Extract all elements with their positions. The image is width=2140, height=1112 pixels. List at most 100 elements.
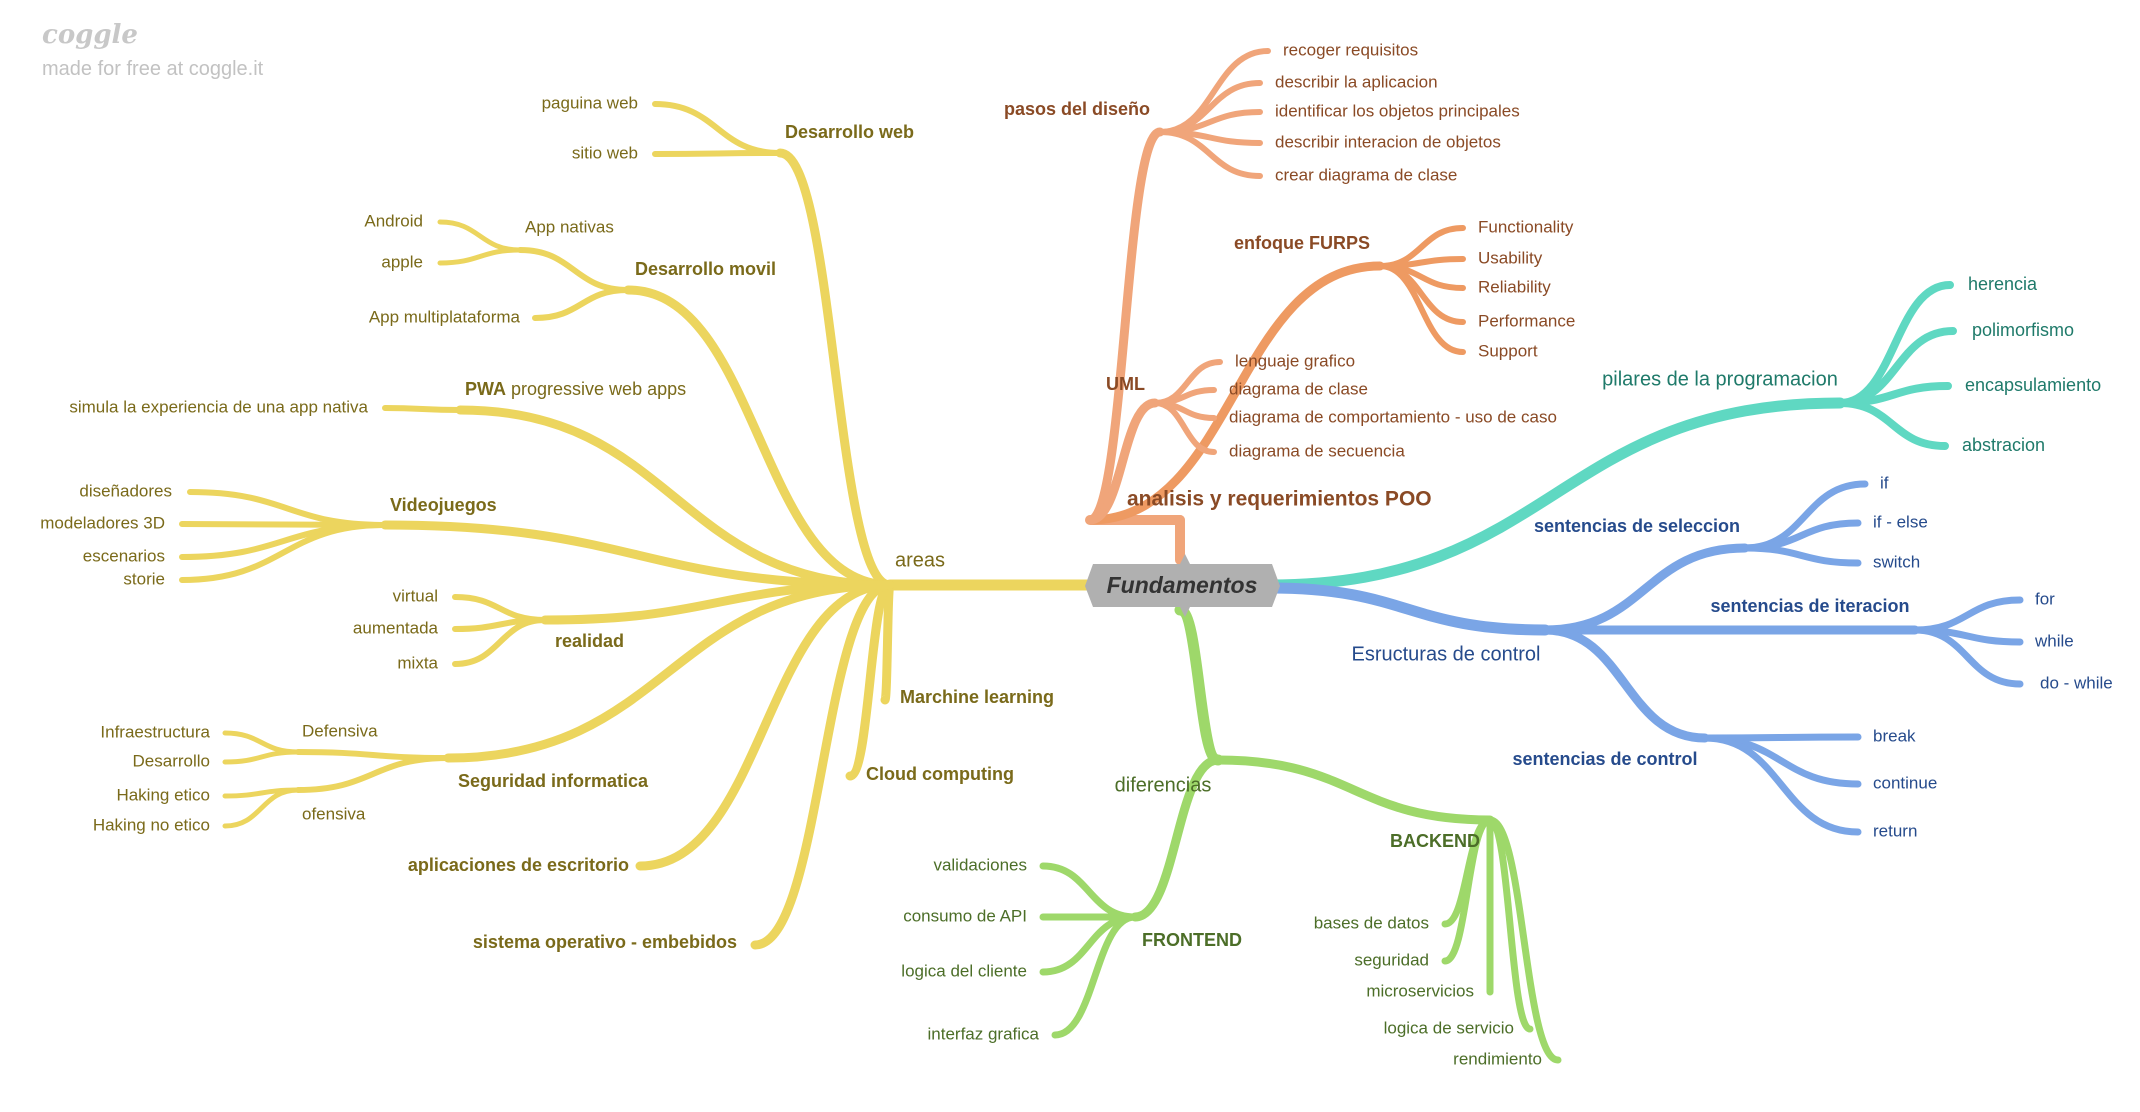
return-branch bbox=[1701, 734, 1862, 836]
node-if[interactable]: if bbox=[1880, 473, 1889, 492]
node-uml[interactable]: UML bbox=[1106, 374, 1145, 394]
node-apple[interactable]: apple bbox=[381, 252, 423, 271]
paguina-web-branch bbox=[652, 101, 783, 156]
node-defensiva[interactable]: Defensiva bbox=[302, 721, 378, 740]
node-describir-interacion-de-objetos[interactable]: describir interacion de objetos bbox=[1275, 132, 1501, 151]
node-lenguaje-grafico[interactable]: lenguaje grafico bbox=[1235, 351, 1355, 370]
furps-branch bbox=[1085, 261, 1385, 525]
root-node-label[interactable]: Fundamentos bbox=[1107, 572, 1258, 598]
node-identificar-los-objetos-principales[interactable]: identificar los objetos principales bbox=[1275, 101, 1520, 120]
node-desarrollo[interactable]: Desarrollo bbox=[133, 751, 210, 770]
node-storie[interactable]: storie bbox=[123, 569, 165, 588]
root-node-box[interactable] bbox=[1085, 554, 1280, 617]
node-usability[interactable]: Usability bbox=[1478, 248, 1543, 267]
node-desarrollo-web[interactable]: Desarrollo web bbox=[785, 122, 914, 142]
node-interfaz-grafica[interactable]: interfaz grafica bbox=[928, 1024, 1040, 1043]
node-sentencias-de-seleccion[interactable]: sentencias de seleccion bbox=[1534, 516, 1740, 536]
apple-branch bbox=[437, 247, 523, 266]
app-multi-branch bbox=[532, 287, 631, 321]
node-microservicios[interactable]: microservicios bbox=[1366, 981, 1474, 1000]
node-marchine-learning[interactable]: Marchine learning bbox=[900, 687, 1054, 707]
node-sistema-operativo-embebidos[interactable]: sistema operativo - embebidos bbox=[473, 932, 737, 952]
node-mixta[interactable]: mixta bbox=[397, 653, 438, 672]
node-functionality[interactable]: Functionality bbox=[1478, 217, 1574, 236]
node-crear-diagrama-de-clase[interactable]: crear diagrama de clase bbox=[1275, 165, 1457, 184]
node-polimorfismo[interactable]: polimorfismo bbox=[1972, 320, 2074, 340]
node-realidad[interactable]: realidad bbox=[555, 631, 624, 651]
node-esructuras-de-control[interactable]: Esructuras de control bbox=[1352, 643, 1541, 665]
node-reliability[interactable]: Reliability bbox=[1478, 277, 1551, 296]
node-logica-de-servicio[interactable]: logica de servicio bbox=[1384, 1018, 1514, 1037]
node-diferencias[interactable]: diferencias bbox=[1115, 774, 1212, 796]
node-encapsulamiento[interactable]: encapsulamiento bbox=[1965, 375, 2101, 395]
node-logica-del-cliente[interactable]: logica del cliente bbox=[901, 961, 1027, 980]
node-videojuegos[interactable]: Videojuegos bbox=[390, 495, 497, 515]
root-node[interactable]: Fundamentos bbox=[1085, 554, 1280, 617]
node-recoger-requisitos[interactable]: recoger requisitos bbox=[1283, 40, 1418, 59]
cloud-computing-branch bbox=[845, 580, 895, 781]
node-aumentada[interactable]: aumentada bbox=[353, 618, 439, 637]
node-app-nativas[interactable]: App nativas bbox=[525, 217, 614, 236]
node-areas[interactable]: areas bbox=[895, 549, 945, 571]
node-diagrama-de-secuencia[interactable]: diagrama de secuencia bbox=[1229, 441, 1405, 460]
node-bases-de-datos[interactable]: bases de datos bbox=[1314, 913, 1429, 932]
node-switch[interactable]: switch bbox=[1873, 552, 1920, 571]
node-describir-la-aplicacion[interactable]: describir la aplicacion bbox=[1275, 72, 1438, 91]
node-enfoque-furps[interactable]: enfoque FURPS bbox=[1234, 233, 1370, 253]
node-for[interactable]: for bbox=[2035, 589, 2055, 608]
node-rendimiento[interactable]: rendimiento bbox=[1453, 1049, 1542, 1068]
node-infraestructura[interactable]: Infraestructura bbox=[100, 722, 210, 741]
node-abstracion[interactable]: abstracion bbox=[1962, 435, 2045, 455]
control-branch bbox=[1264, 582, 1551, 636]
pwa-acronym: PWA bbox=[465, 379, 506, 399]
node-frontend[interactable]: FRONTEND bbox=[1142, 930, 1242, 950]
node-sentencias-de-control[interactable]: sentencias de control bbox=[1512, 749, 1697, 769]
node-consumo-de-api[interactable]: consumo de API bbox=[903, 906, 1027, 925]
node-simula-la-experiencia-de-una-app-nativa[interactable]: simula la experiencia de una app nativa bbox=[69, 397, 368, 416]
ofensiva-branch bbox=[295, 755, 451, 793]
node-sitio-web[interactable]: sitio web bbox=[572, 143, 638, 162]
node-diagrama-de-comportamiento-uso-de-caso[interactable]: diagrama de comportamiento - uso de caso bbox=[1229, 407, 1557, 426]
validaciones-branch bbox=[1039, 862, 1139, 921]
node-desarrollo-movil[interactable]: Desarrollo movil bbox=[635, 259, 776, 279]
node-virtual[interactable]: virtual bbox=[393, 586, 438, 605]
node-return[interactable]: return bbox=[1873, 821, 1917, 840]
node-sentencias-de-iteracion[interactable]: sentencias de iteracion bbox=[1710, 596, 1909, 616]
node-ofensiva[interactable]: ofensiva bbox=[302, 804, 366, 823]
node-app-multiplataforma[interactable]: App multiplataforma bbox=[369, 307, 521, 326]
do-while-branch bbox=[1911, 626, 2024, 688]
node-support[interactable]: Support bbox=[1478, 341, 1538, 360]
node-pasos-del-diseno[interactable]: pasos del diseño bbox=[1004, 99, 1150, 119]
node-herencia[interactable]: herencia bbox=[1968, 274, 2038, 294]
node-aplicaciones-de-escritorio[interactable]: aplicaciones de escritorio bbox=[408, 855, 629, 875]
node-disenadores[interactable]: diseñadores bbox=[79, 481, 172, 500]
node-diagrama-de-clase[interactable]: diagrama de clase bbox=[1229, 379, 1368, 398]
node-while[interactable]: while bbox=[2034, 631, 2074, 650]
node-do-while[interactable]: do - while bbox=[2040, 673, 2113, 692]
node-if-else[interactable]: if - else bbox=[1873, 512, 1928, 531]
node-seguridad[interactable]: seguridad bbox=[1354, 950, 1429, 969]
node-backend[interactable]: BACKEND bbox=[1390, 831, 1480, 851]
node-modeladores-3d[interactable]: modeladores 3D bbox=[40, 513, 165, 532]
desarrollo-branch bbox=[222, 749, 301, 765]
node-haking-etico[interactable]: Haking etico bbox=[116, 785, 210, 804]
support-branch bbox=[1377, 263, 1466, 355]
node-paguina-web[interactable]: paguina web bbox=[542, 93, 638, 112]
node-validaciones[interactable]: validaciones bbox=[933, 855, 1027, 874]
node-cloud-computing[interactable]: Cloud computing bbox=[866, 764, 1014, 784]
node-continue[interactable]: continue bbox=[1873, 773, 1937, 792]
node-android[interactable]: Android bbox=[364, 211, 423, 230]
node-escenarios[interactable]: escenarios bbox=[83, 546, 165, 565]
coggle-branding: coggle made for free at coggle.it bbox=[42, 20, 263, 81]
node-pilares-de-la-programacion[interactable]: pilares de la programacion bbox=[1602, 368, 1838, 390]
if-else-branch bbox=[1741, 519, 1862, 552]
desarrollo-web-branch bbox=[775, 148, 895, 590]
node-analisis-y-requerimientos-poo[interactable]: analisis y requerimientos POO bbox=[1127, 488, 1432, 511]
abstracion-branch bbox=[1836, 399, 1949, 450]
node-seguridad-informatica[interactable]: Seguridad informatica bbox=[458, 771, 649, 791]
node-pwa[interactable]: PWA progressive web apps bbox=[465, 379, 686, 399]
node-haking-no-etico[interactable]: Haking no etico bbox=[93, 815, 210, 834]
node-performance[interactable]: Performance bbox=[1478, 311, 1575, 330]
node-break[interactable]: break bbox=[1873, 726, 1916, 745]
